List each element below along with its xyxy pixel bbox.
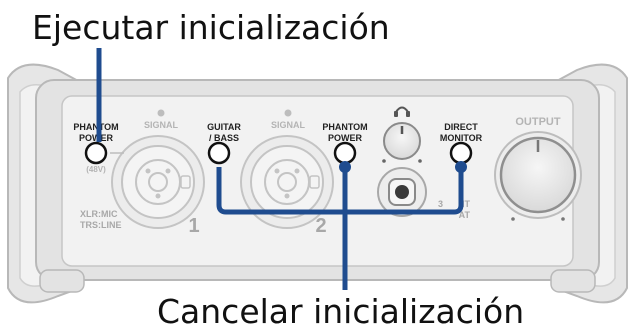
headphone-icon <box>394 106 410 117</box>
phantom-power-right-label: PHANTOM POWER <box>322 122 367 143</box>
stereo-out-at: AT <box>459 210 471 220</box>
phantom-right-line1: PHANTOM <box>322 122 367 132</box>
direct-monitor-label: DIRECT MONITOR <box>440 122 483 143</box>
callout-dot-direct-monitor <box>455 161 467 173</box>
stereo-out-nt: NT <box>458 199 470 209</box>
phantom-left-line2: POWER <box>79 133 114 143</box>
guitar-line1: GUITAR <box>207 122 241 132</box>
phantom-48v-label: (48V) <box>86 165 106 174</box>
channel-2-number: 2 <box>315 215 326 237</box>
callout-execute-reset: Ejecutar inicialización <box>32 8 390 47</box>
headphone-volume-knob[interactable] <box>383 122 421 160</box>
stereo-out-label: 3 NT AT <box>438 199 470 220</box>
signal-led-2 <box>284 109 292 117</box>
output-label: OUTPUT <box>515 116 561 128</box>
guitar-bass-button[interactable] <box>207 141 231 165</box>
output-min-dot <box>511 217 515 221</box>
headphone-jack <box>377 167 427 217</box>
phantom-power-button-left[interactable] <box>84 141 108 165</box>
knob-max-dot <box>418 159 422 163</box>
phantom-power-button-right[interactable] <box>333 141 357 165</box>
callout-dot-phantom-right <box>339 161 351 173</box>
phantom-power-left-label: PHANTOM POWER <box>73 122 118 143</box>
phantom-left-line1: PHANTOM <box>73 122 118 132</box>
signal-label-1: SIGNAL <box>144 120 179 130</box>
combo-input-jack-1 <box>111 135 205 229</box>
callout-bracket-bottom <box>216 167 464 215</box>
xlr-mic-label: XLR:MIC <box>80 209 118 219</box>
guitar-line2: / BASS <box>209 133 239 143</box>
signal-label-2: SIGNAL <box>271 120 306 130</box>
channel-1-number: 1 <box>188 215 199 237</box>
output-knob[interactable] <box>494 131 582 219</box>
combo-input-jack-2 <box>240 135 334 229</box>
direct-line2: MONITOR <box>440 133 483 143</box>
signal-led-1 <box>157 109 165 117</box>
direct-line1: DIRECT <box>444 122 478 132</box>
output-max-dot <box>561 217 565 221</box>
phantom-right-line2: POWER <box>328 133 363 143</box>
knob-min-dot <box>382 159 386 163</box>
direct-monitor-button[interactable] <box>449 141 473 165</box>
stereo-out-3: 3 <box>438 199 443 209</box>
guitar-bass-label: GUITAR / BASS <box>207 122 241 143</box>
callout-cancel-reset: Cancelar inicialización <box>157 292 524 331</box>
trs-line-label: TRS:LINE <box>80 220 122 230</box>
